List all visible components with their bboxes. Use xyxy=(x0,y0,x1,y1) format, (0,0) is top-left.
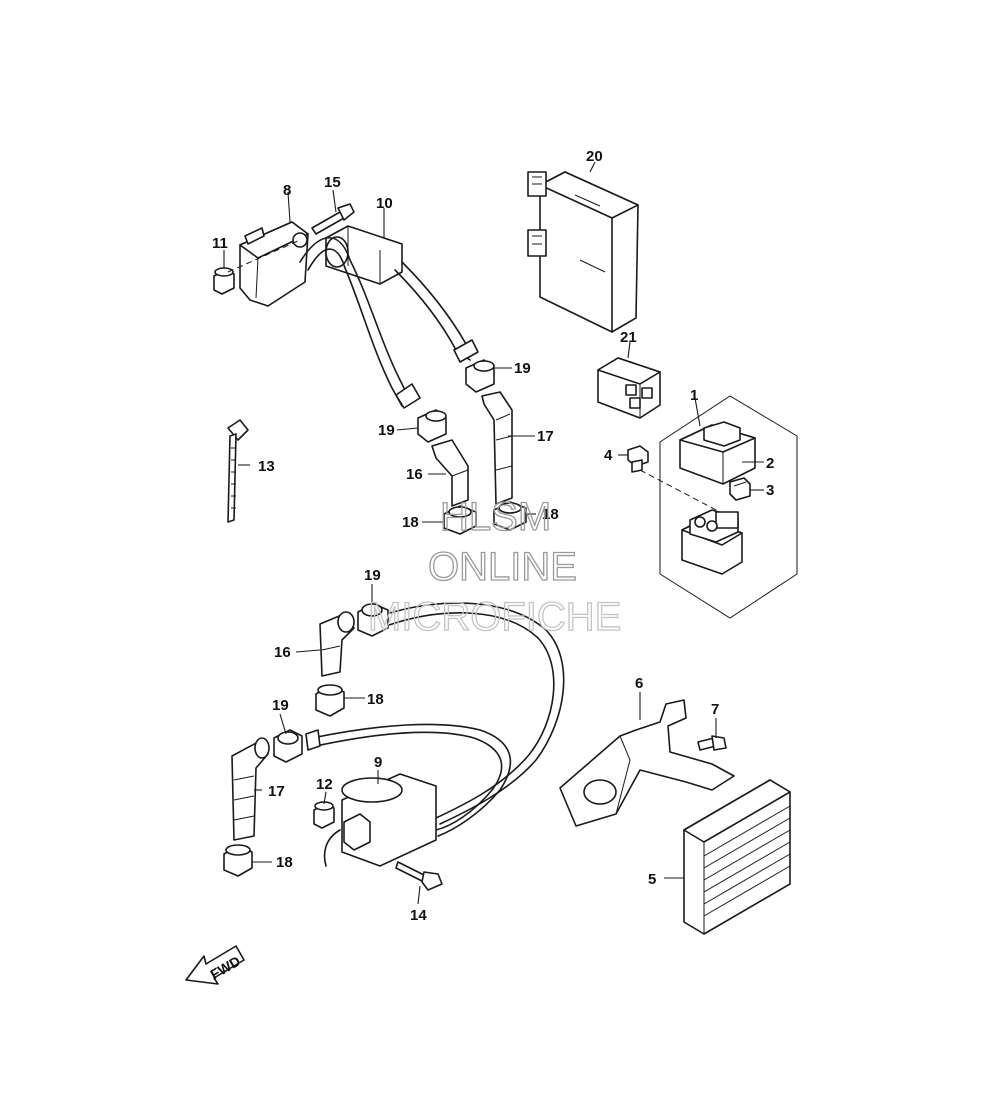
plug-cap-part-16-lower[interactable] xyxy=(319,611,355,677)
callout-7[interactable]: 7 xyxy=(711,701,719,718)
callout-18d[interactable]: 18 xyxy=(276,854,293,871)
callout-8[interactable]: 8 xyxy=(283,182,291,199)
cap-part-19-top-right[interactable] xyxy=(465,359,495,393)
callout-11[interactable]: 11 xyxy=(212,235,228,252)
screw-part-4[interactable] xyxy=(627,445,649,473)
callout-4[interactable]: 4 xyxy=(604,447,613,464)
bolt-part-14[interactable] xyxy=(395,861,443,891)
seal-part-18-lower-upper[interactable] xyxy=(315,684,345,717)
callouts: 20 21 1 2 3 4 8 15 10 11 19 19 17 16 13 … xyxy=(212,148,774,924)
bolt-part-15[interactable] xyxy=(311,203,355,235)
bracket-part-6[interactable] xyxy=(559,699,735,827)
seal-part-18-lower-lower[interactable] xyxy=(223,844,253,877)
leader-lines xyxy=(223,161,764,905)
fwd-direction-arrow: FWD xyxy=(185,945,245,985)
callout-13[interactable]: 13 xyxy=(258,458,275,475)
plug-cap-part-17-top[interactable] xyxy=(481,391,513,505)
callout-18b[interactable]: 18 xyxy=(542,506,559,523)
callout-21[interactable]: 21 xyxy=(620,329,637,346)
watermark-line-3: MICROFICHE xyxy=(368,595,621,639)
spacer-part-12[interactable] xyxy=(313,801,335,829)
relay-part-21[interactable] xyxy=(597,357,661,419)
plug-cap-part-17-lower[interactable] xyxy=(231,737,270,841)
callout-18c[interactable]: 18 xyxy=(367,691,384,708)
callout-17b[interactable]: 17 xyxy=(268,783,285,800)
watermark-line-2: ONLINE xyxy=(428,545,577,589)
ignition-coil-part-10[interactable] xyxy=(325,225,403,285)
spacer-part-11[interactable] xyxy=(213,267,235,295)
cap-part-19-lower-lower[interactable] xyxy=(273,729,303,763)
watermark: HLSM ONLINE MICROFICHE xyxy=(367,494,622,639)
ignition-coil-part-8[interactable] xyxy=(239,221,309,307)
plug-cap-part-16-top[interactable] xyxy=(431,439,469,507)
callout-20[interactable]: 20 xyxy=(586,148,603,165)
callout-16b[interactable]: 16 xyxy=(274,644,291,661)
callout-19d[interactable]: 19 xyxy=(272,697,289,714)
callout-19c[interactable]: 19 xyxy=(364,567,381,584)
fuse-part-3[interactable] xyxy=(729,477,751,501)
callout-19a[interactable]: 19 xyxy=(514,360,531,377)
callout-10[interactable]: 10 xyxy=(376,195,393,212)
callout-5[interactable]: 5 xyxy=(648,871,656,888)
regulator-rectifier-part-5[interactable] xyxy=(683,779,791,935)
fwd-arrow-icon xyxy=(185,945,245,985)
ecm-unit-part-20[interactable] xyxy=(527,171,639,333)
callout-6[interactable]: 6 xyxy=(635,675,643,692)
callout-17a[interactable]: 17 xyxy=(537,428,554,445)
seal-part-18-top-right[interactable] xyxy=(493,501,527,531)
callout-2[interactable]: 2 xyxy=(766,455,774,472)
callout-9[interactable]: 9 xyxy=(374,754,382,771)
callout-3[interactable]: 3 xyxy=(766,482,774,499)
bolt-part-7[interactable] xyxy=(697,735,727,751)
cap-part-19-top-left[interactable] xyxy=(417,409,447,443)
callout-1[interactable]: 1 xyxy=(690,387,698,404)
callout-15[interactable]: 15 xyxy=(324,174,341,191)
callout-18a[interactable]: 18 xyxy=(402,514,419,531)
callout-16a[interactable]: 16 xyxy=(406,466,423,483)
seal-part-18-top-left[interactable] xyxy=(443,505,477,535)
callout-12[interactable]: 12 xyxy=(316,776,333,793)
callout-14[interactable]: 14 xyxy=(410,907,427,924)
cable-tie-part-13[interactable] xyxy=(227,419,249,523)
callout-19b[interactable]: 19 xyxy=(378,422,395,439)
starter-relay-assembly-part-1[interactable] xyxy=(659,395,798,619)
watermark-line-1: HLSM xyxy=(440,495,551,539)
ignition-coil-part-9[interactable] xyxy=(323,773,437,867)
